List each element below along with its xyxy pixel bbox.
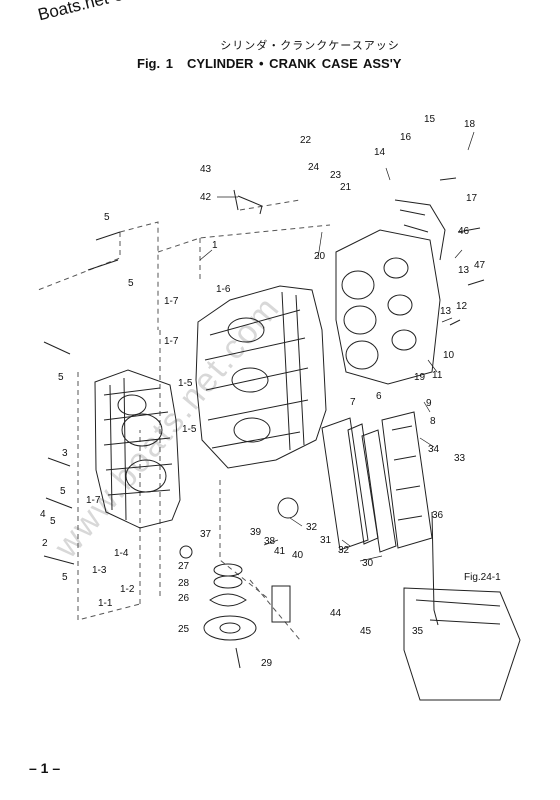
callout: 28 (178, 578, 190, 589)
callout: 2 (42, 538, 48, 549)
callout: 7 (350, 397, 356, 408)
callout: 5 (128, 278, 134, 289)
callout: 42 (200, 192, 212, 203)
callout-labels: 1 2 3 4 5 5 5 5 5 5 6 7 8 9 10 11 12 13 … (40, 114, 501, 669)
cover-plates (321, 411, 433, 553)
callout: 32 (338, 545, 350, 556)
callout: 40 (292, 550, 304, 561)
callout: 1-1 (98, 598, 113, 609)
callout: 10 (443, 350, 455, 361)
figure-title: Fig. 1 CYLINDER • CRANK CASE ASS'Y (137, 56, 401, 71)
callout: 11 (432, 370, 443, 381)
callout: 5 (58, 372, 64, 383)
callout: 4 (40, 509, 46, 520)
callout: 36 (432, 510, 444, 521)
callout: 31 (320, 535, 332, 546)
callout: 44 (330, 608, 342, 619)
callout: 8 (430, 416, 436, 427)
callout: 24 (308, 162, 320, 173)
callout: 5 (60, 486, 66, 497)
callout: 14 (374, 147, 386, 158)
callout: 35 (412, 626, 424, 637)
japanese-title: シリンダ・クランクケースアッシ (220, 39, 400, 52)
callout: 1 (212, 240, 218, 251)
cylinder-head (335, 199, 446, 385)
callout: 41 (274, 546, 286, 557)
callout: 22 (300, 135, 312, 146)
callout: 19 (414, 372, 426, 383)
callout: 16 (400, 132, 412, 143)
callout: 1-3 (92, 565, 107, 576)
callout: 29 (261, 658, 273, 669)
callout: 39 (250, 527, 262, 538)
callout: 1-5 (178, 378, 193, 389)
callout: 30 (362, 558, 374, 569)
callout: 23 (330, 170, 342, 181)
callout: 18 (464, 119, 476, 130)
callout: 3 (62, 448, 68, 459)
callout: 13 (458, 265, 470, 276)
callout: 26 (178, 593, 190, 604)
callout: 38 (264, 536, 276, 547)
callout: 1-6 (216, 284, 231, 295)
callout: 1-5 (182, 424, 197, 435)
callout: 1-2 (120, 584, 135, 595)
callout: 5 (62, 572, 68, 583)
crank-case (195, 285, 327, 469)
leader-lines (199, 131, 475, 562)
figure-title-text: CYLINDER • CRANK CASE ASS'Y (186, 56, 402, 71)
callout: 21 (340, 182, 352, 193)
lower-parts (179, 497, 521, 701)
callout: 46 (458, 226, 470, 237)
callout: 1-7 (164, 336, 179, 347)
callout: 9 (426, 398, 432, 409)
callout: 1-4 (114, 548, 129, 559)
diagonal-watermark: www.boats.net.com (46, 289, 287, 566)
callout: 37 (200, 529, 212, 540)
callout: 6 (376, 391, 382, 402)
callout: 13 (440, 306, 452, 317)
callout: 1-7 (164, 296, 179, 307)
callout: 43 (200, 164, 212, 175)
callout: 12 (456, 301, 468, 312)
callout: 20 (314, 251, 326, 262)
callout: 34 (428, 444, 440, 455)
callout: 1-7 (86, 495, 101, 506)
page-number: – 1 – (29, 760, 61, 776)
callout: 33 (454, 453, 466, 464)
figure-number: Fig. 1 (137, 56, 173, 71)
callout: 27 (178, 561, 190, 572)
callout: 45 (360, 626, 372, 637)
callout: 5 (50, 516, 56, 527)
callout: 17 (466, 193, 478, 204)
callout: 47 (474, 260, 486, 271)
callout: 25 (178, 624, 190, 635)
cylinder-block (94, 369, 181, 529)
bolts-studs (43, 177, 485, 565)
reference-label: Fig.24-1 (464, 572, 501, 583)
callout: 32 (306, 522, 318, 533)
callout: 15 (424, 114, 436, 125)
callout: 5 (104, 212, 110, 223)
